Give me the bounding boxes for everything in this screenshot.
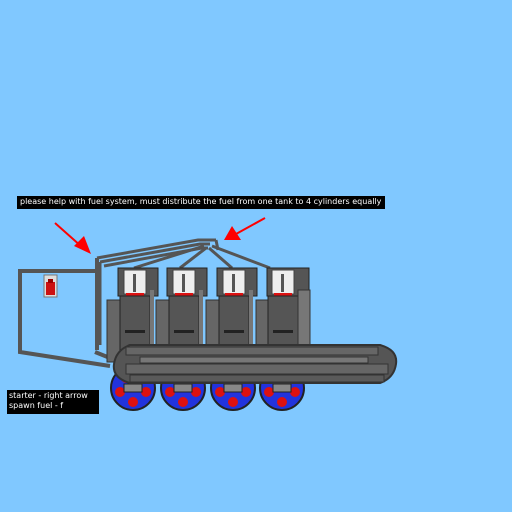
starter-hint: starter - right arrow: [9, 391, 88, 400]
controls-panel: starter - right arrow spawn fuel - f: [7, 390, 99, 414]
help-note: please help with fuel system, must distr…: [17, 196, 386, 209]
red-pointer-arrow-left: [54, 222, 91, 254]
spawn-fuel-hint: spawn fuel - f: [9, 401, 64, 410]
fuel-lines: [96, 238, 271, 345]
crankshaft: [112, 344, 398, 384]
fuel-tank-icon[interactable]: [43, 274, 58, 298]
red-pointer-arrow-right: [224, 217, 266, 240]
